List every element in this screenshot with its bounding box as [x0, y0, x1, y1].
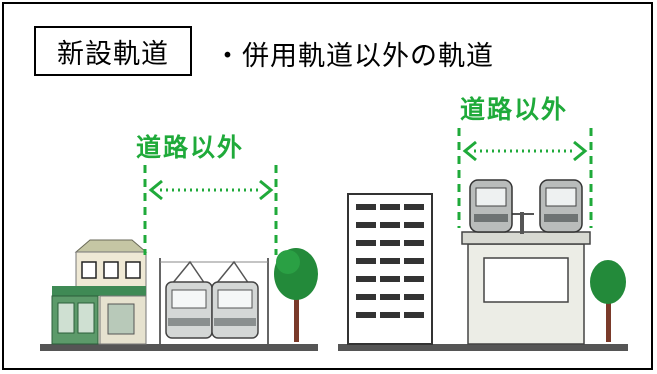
title-box: 新設軌道 [34, 26, 192, 76]
ground-right [338, 344, 628, 351]
left-width-label: 道路以外 [136, 133, 245, 162]
right-width-indicator [457, 128, 593, 228]
right-width-label: 道路以外 [460, 95, 569, 124]
ground-left [40, 344, 318, 351]
subtitle: ・併用軌道以外の軌道 [214, 41, 494, 72]
elevated-structure [461, 179, 591, 345]
trams-at-grade [159, 258, 269, 344]
office-building [347, 193, 433, 345]
tree-left [274, 248, 318, 342]
tree-right [590, 260, 626, 342]
page-title: 新設軌道 [57, 38, 169, 70]
left-width-indicator [143, 165, 278, 255]
house [51, 239, 148, 345]
